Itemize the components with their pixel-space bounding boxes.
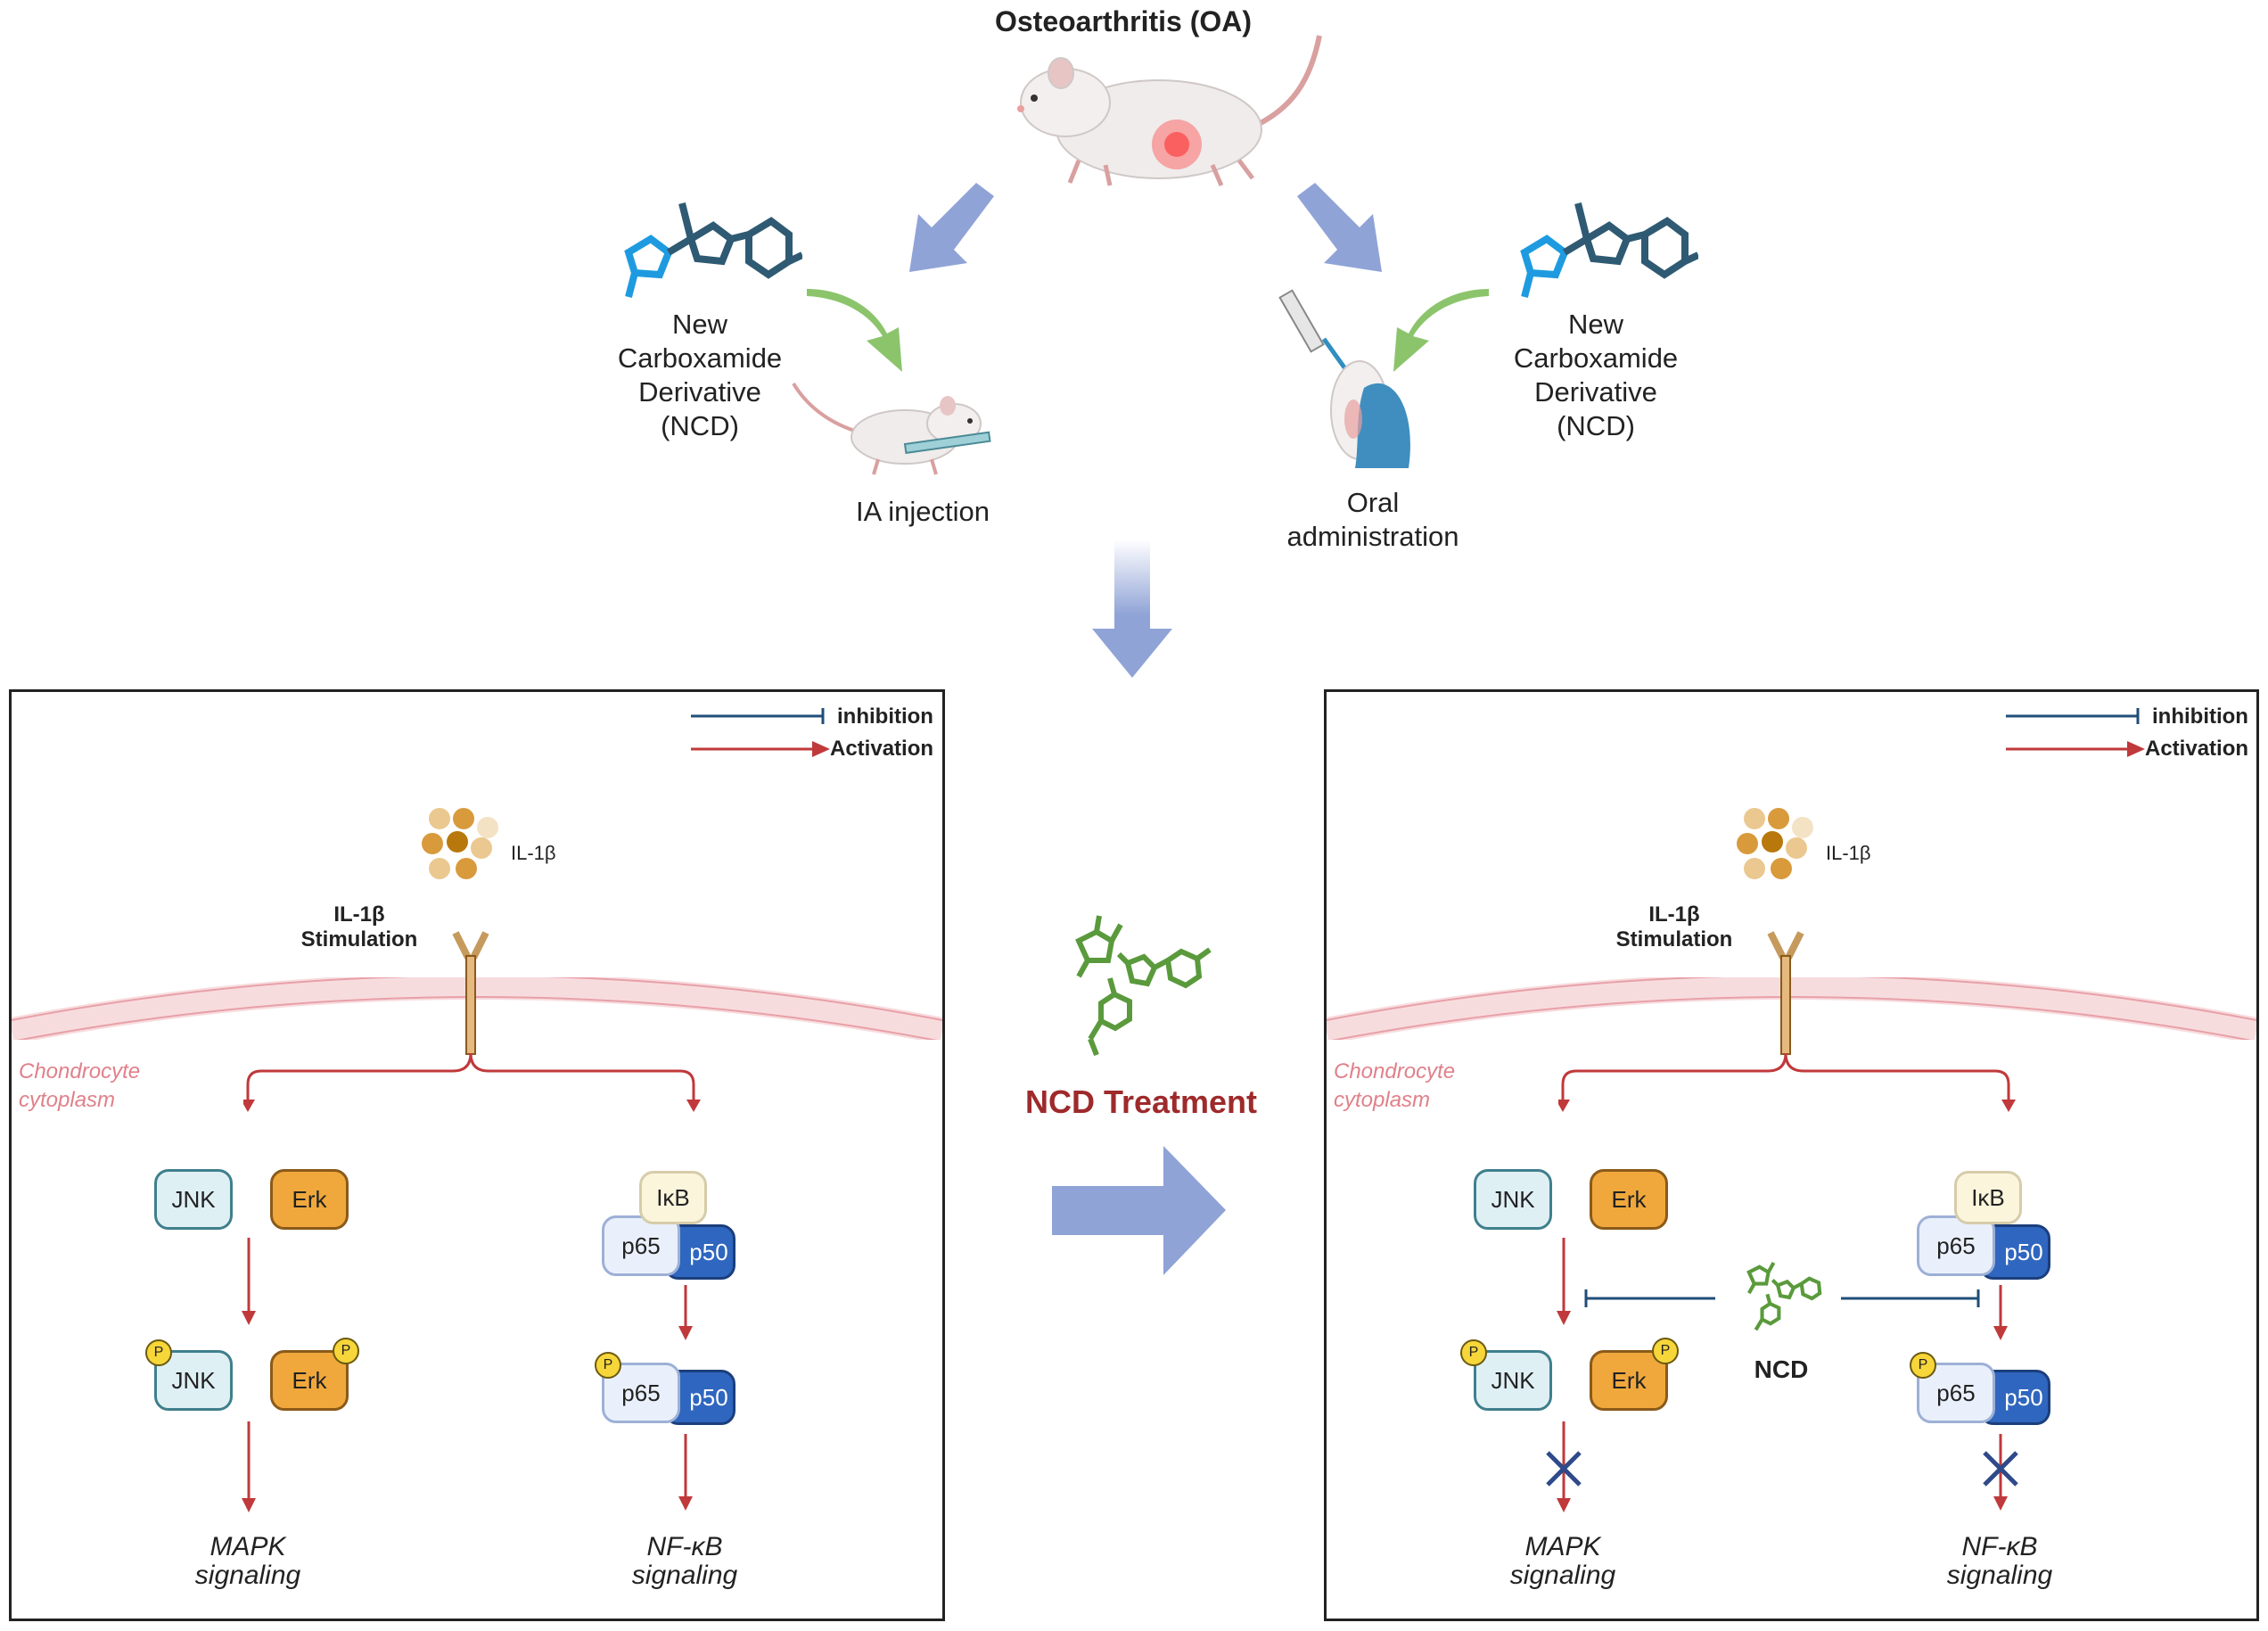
ikb-protein: IκB xyxy=(639,1171,707,1224)
right-green-arrow xyxy=(1393,289,1489,372)
down-arrow xyxy=(1092,540,1172,678)
nfkb-activation-arrow-1 xyxy=(1993,1285,2008,1340)
legend-inhibition: inhibition xyxy=(837,704,933,729)
il1b-cluster-icon xyxy=(422,808,498,879)
left-green-arrow xyxy=(807,289,902,372)
left-panel: inhibition Activation IL-1β IL-1β Stimul… xyxy=(9,689,945,1621)
legend-inhibition-symbol xyxy=(2006,708,2140,724)
erk-protein: Erk xyxy=(270,1169,349,1230)
left-route-arrow xyxy=(909,183,994,272)
il1b-stimulation-label: IL-1β Stimulation xyxy=(1615,902,1733,951)
legend-inhibition-symbol xyxy=(691,708,825,724)
page-title: Osteoarthritis (OA) xyxy=(994,5,1253,37)
chondrocyte-cytoplasm-label: Chondrocyte cytoplasm xyxy=(1334,1059,1456,1112)
right-panel: inhibition Activation IL-1β IL-1β Stimul… xyxy=(1324,689,2259,1621)
phospho-p65-protein: p65 xyxy=(602,1363,680,1423)
mapk-signaling-label: MAPK signaling xyxy=(194,1532,301,1590)
mapk-activation-arrow-2 xyxy=(242,1421,256,1512)
left-compound-label: New Carboxamide Derivative (NCD) xyxy=(617,309,783,441)
erk-protein: Erk xyxy=(1590,1169,1668,1230)
ncd-inhibition-right xyxy=(1841,1289,1980,1307)
ncd-inhibition-left xyxy=(1584,1289,1715,1307)
ia-injection-label: IA injection xyxy=(856,496,990,527)
phospho-erk-badge: P xyxy=(1652,1338,1679,1364)
ncd-molecule-right xyxy=(1520,202,1698,299)
phospho-erk-badge: P xyxy=(333,1338,359,1364)
il1-receptor-icon xyxy=(1767,931,1804,1055)
mapk-activation-arrow-1 xyxy=(242,1238,256,1325)
p65-protein: p65 xyxy=(602,1215,680,1276)
ncd-treatment-molecule xyxy=(1075,915,1212,1057)
phospho-jnk-protein: JNK xyxy=(1474,1350,1552,1411)
nfkb-activation-arrow-1 xyxy=(678,1285,693,1340)
right-compound-label: New Carboxamide Derivative (NCD) xyxy=(1513,309,1679,441)
mapk-signaling-label: MAPK signaling xyxy=(1509,1532,1616,1590)
nfkb-signaling-label: NF-κB signaling xyxy=(631,1532,738,1590)
phospho-p65-badge: P xyxy=(595,1352,621,1379)
mapk-activation-arrow-2 xyxy=(1557,1421,1571,1512)
ncd-treatment-label: NCD Treatment xyxy=(1024,1083,1258,1120)
il1-receptor-icon xyxy=(452,931,489,1055)
cell-membrane xyxy=(12,977,942,1040)
il1b-label: IL-1β xyxy=(511,842,556,864)
cell-membrane xyxy=(1327,977,2256,1040)
nfkb-block-x-icon xyxy=(1983,1451,2018,1487)
ncd-molecule-left xyxy=(624,202,802,299)
ikb-protein: IκB xyxy=(1954,1171,2022,1224)
oral-administration-illustration xyxy=(1278,289,1410,468)
phospho-jnk-badge: P xyxy=(145,1339,172,1366)
legend-activation: Activation xyxy=(2145,737,2249,761)
phospho-erk-protein: Erk xyxy=(270,1350,349,1411)
legend-activation: Activation xyxy=(830,737,934,761)
ncd-inhibitor-label: NCD xyxy=(1754,1355,1809,1383)
branch-activation-arrows xyxy=(1558,1053,2016,1112)
treatment-right-arrow xyxy=(1052,1146,1226,1275)
oral-administration-label: Oral administration xyxy=(1286,487,1459,552)
phospho-p65-badge: P xyxy=(1910,1352,1936,1379)
right-route-arrow xyxy=(1297,183,1382,272)
branch-activation-arrows xyxy=(243,1053,701,1112)
oa-mouse-illustration xyxy=(1017,35,1322,186)
ia-mouse-illustration xyxy=(792,382,991,475)
il1b-label: IL-1β xyxy=(1826,842,1871,864)
il1b-cluster-icon xyxy=(1737,808,1813,879)
il1b-stimulation-label: IL-1β Stimulation xyxy=(300,902,418,951)
legend-inhibition: inhibition xyxy=(2152,704,2248,729)
p65-protein: p65 xyxy=(1917,1215,1995,1276)
legend-activation-symbol xyxy=(691,741,830,757)
nfkb-activation-arrow-2 xyxy=(678,1434,693,1511)
jnk-protein: JNK xyxy=(154,1169,233,1230)
legend-activation-symbol xyxy=(2006,741,2145,757)
ncd-inhibitor-molecule xyxy=(1746,1262,1822,1331)
mapk-block-x-icon xyxy=(1546,1451,1582,1487)
chondrocyte-cytoplasm-label: Chondrocyte cytoplasm xyxy=(19,1059,141,1112)
nfkb-signaling-label: NF-κB signaling xyxy=(1946,1532,2053,1590)
phospho-jnk-badge: P xyxy=(1460,1339,1487,1366)
mapk-activation-arrow-1 xyxy=(1557,1238,1571,1325)
jnk-protein: JNK xyxy=(1474,1169,1552,1230)
